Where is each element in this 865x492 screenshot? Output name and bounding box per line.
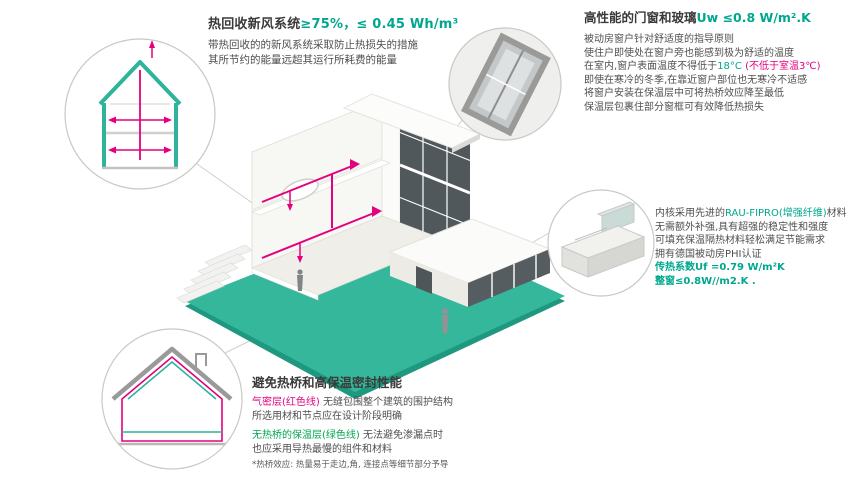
frame-line1-material: RAU-FIPRO(增强纤维) [725,208,827,219]
thermal-footnote: *热桥效应: 热量易于走边,角, 连接点等细节部分予导 [252,460,449,471]
bridge-text: 无法避免渗漏点时 [359,430,443,442]
windows-title-black: 高性能的门窗和玻璃 [584,10,697,25]
frame-line1-suffix: 材料 [826,208,847,219]
thermal-text-block: 避免热桥和高保温密封性能 气密层(红色线) 无缝包围整个建筑的围护结构 所选用材… [252,375,592,471]
airtight-label: 气密层(红色线) [252,397,320,408]
frame-circle-border [547,189,655,297]
frame-text-block: 内核采用先进的RAU-FIPRO(增强纤维)材料 无需额外补强,具有超强的稳定性… [655,207,863,289]
frame-uw-value: 整窗≤0.8W//m2.K . [655,275,756,287]
thermal-line4: 也应采用导热最慢的组件和材料 [252,443,392,455]
windows-line6: 保温层包裹住部分窗框可有效降低热损失 [584,101,764,113]
ventilation-desc-line1: 带热回收的的新风系统采取防止热损失的措施 [208,39,418,51]
person-figure [297,269,303,291]
airtight-text: 无缝包围整个建筑的围护结构 [319,397,453,408]
windows-line2: 使住户即使处在窗户旁也能感到极为舒适的温度 [584,47,794,59]
ventilation-title-black: 热回收新风系统 [208,17,301,32]
thermal-circle-border [101,328,243,470]
ventilation-text-block: 热回收新风系统≥75%，≤ 0.45 Wh/m³ 带热回收的的新风系统采取防止热… [208,16,528,67]
window-corner-illustration [449,28,561,140]
window-circle-border [448,27,562,141]
thermal-airtight-line: 气密层(红色线) 无缝包围整个建筑的围护结构 [252,396,592,410]
ventilation-title-value: ≥75%，≤ 0.45 Wh/m³ [300,17,459,32]
windows-title-value: Uw ≤0.8 W/m².K [696,10,811,25]
duct-arrows [287,159,382,263]
frame-line1-black: 内核采用先进的 [655,208,725,219]
windows-line3-temp: 18°C [717,61,742,73]
thermal-section-illustration [102,329,242,469]
windows-line3: 在室内,窗户表面温度不得低于18°C (不低于室温3℃) [584,60,862,74]
floor-slab [250,159,392,216]
windows-text-block: 高性能的门窗和玻璃Uw ≤0.8 W/m².K 被动房窗户针对舒适度的指导原则 … [584,10,862,115]
person-figure [441,308,449,334]
frame-line2: 无需额外补强,具有超强的稳定性和强度 [655,221,829,233]
thermal-line2: 所选用材和节点应在设计阶段明确 [252,410,402,422]
thermal-bridge-line: 无热桥的保温层(绿色线) 无法避免渗漏点时 [252,429,592,443]
duct-lines [261,165,375,259]
hrv-circle-border [64,38,216,190]
windows-line3-note: (不低于室温3℃) [741,61,821,73]
bathtub [281,178,319,202]
front-glass-block [388,218,552,307]
frame-line1: 内核采用先进的RAU-FIPRO(增强纤维)材料 [655,207,863,221]
ventilation-desc-line2: 其所节约的能量远超其运行所耗费的能量 [208,53,397,66]
hrv-section-illustration [65,39,215,189]
frame-line4: 拥有德国被动房PHI认证 [655,248,762,260]
windows-title: 高性能的门窗和玻璃Uw ≤0.8 W/m².K [584,10,862,26]
house-illustration [176,93,565,399]
windows-line5: 将窗户安装在保温层中可将热桥效应降至最低 [584,88,784,100]
glass-tower [342,93,482,251]
windows-line3-black: 在室内,窗户表面温度不得低于 [584,61,718,73]
stairs [176,244,253,304]
frame-profile-illustration [548,190,654,296]
windows-line4: 即使在寒冷的冬季,在靠近窗户部位也无寒冷不适感 [584,74,808,86]
windows-line1: 被动房窗户针对舒适度的指导原则 [584,34,734,45]
frame-line3: 可填充保温隔热材料轻松满足节能需求 [655,235,825,247]
bridge-label: 无热桥的保温层(绿色线) [252,430,360,442]
thermal-title: 避免热桥和高保温密封性能 [252,375,403,390]
ventilation-title: 热回收新风系统≥75%，≤ 0.45 Wh/m³ [208,16,528,33]
frame-uf-value: 传热系数Uf =0.79 W/m²K [655,262,785,274]
